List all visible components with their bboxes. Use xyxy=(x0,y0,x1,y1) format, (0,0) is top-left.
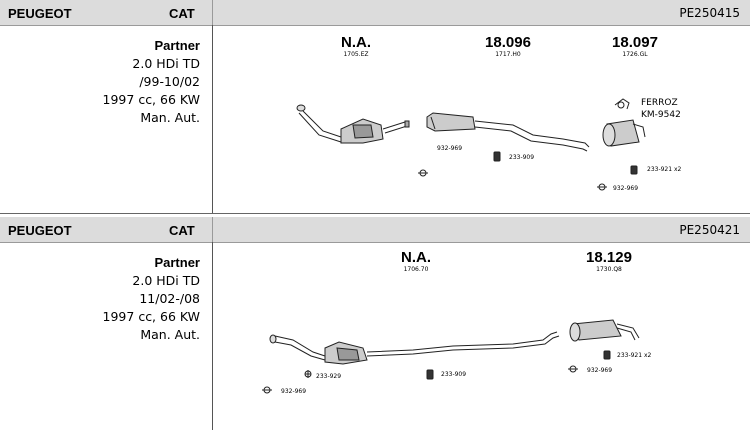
ferroz-code: KM-9542 xyxy=(641,110,681,120)
part-oe-number: 1705.EZ xyxy=(343,51,369,58)
part-rear-silencer[interactable]: 18.129 1730.Q8 xyxy=(569,249,649,274)
transmission: Man. Aut. xyxy=(140,110,200,125)
clamp-code: 932-969 xyxy=(437,145,463,152)
clamp-code: 932-969 xyxy=(281,388,307,395)
rear-silencer-drawing xyxy=(602,98,646,147)
cat-label: CAT xyxy=(169,223,195,238)
section-divider xyxy=(0,213,750,214)
engine-line: 2.0 HDi TD xyxy=(132,273,200,288)
vehicle-section-1: PEUGEOT CAT PE250415 Partner 2.0 HDi TD … xyxy=(0,0,750,213)
displacement-power: 1997 cc, 66 KW xyxy=(102,309,200,324)
clamp-code: 932-969 xyxy=(613,185,639,192)
part-number: N.A. xyxy=(341,34,371,51)
system-code: PE250415 xyxy=(679,6,740,20)
exhaust-diagram xyxy=(296,98,646,191)
date-range: 11/02-/08 xyxy=(139,291,200,306)
vehicle-section-2: PEUGEOT CAT PE250421 Partner 2.0 HDi TD … xyxy=(0,217,750,430)
make-label: PEUGEOT xyxy=(8,223,72,238)
gasket-code: 233-929 xyxy=(316,373,342,380)
make-label: PEUGEOT xyxy=(8,6,72,21)
catalyst-drawing xyxy=(296,104,410,144)
displacement-power: 1997 cc, 66 KW xyxy=(102,92,200,107)
rear-silencer-drawing xyxy=(569,319,640,342)
part-middle-pipe[interactable]: 18.096 1717.H0 xyxy=(468,34,548,59)
clamp-code: 932-969 xyxy=(587,367,613,374)
model-name: Partner xyxy=(154,255,200,270)
vehicle-info: Partner 2.0 HDi TD 11/02-/08 1997 cc, 66… xyxy=(0,254,200,344)
engine-line: 2.0 HDi TD xyxy=(132,56,200,71)
hanger-code: 233-909 xyxy=(441,371,467,378)
part-rear-silencer[interactable]: 18.097 1726.GL xyxy=(595,34,675,59)
hanger-code: 233-909 xyxy=(509,154,535,161)
catalyst-pipe-drawing xyxy=(269,331,560,365)
part-number: 18.097 xyxy=(612,34,658,51)
column-divider xyxy=(212,242,213,430)
column-divider xyxy=(212,25,213,213)
part-oe-number: 1730.Q8 xyxy=(596,266,622,273)
part-number: 18.129 xyxy=(586,249,632,266)
header-divider xyxy=(212,217,213,242)
ferroz-label: FERROZ xyxy=(641,98,678,108)
middle-pipe-drawing xyxy=(426,112,590,152)
model-name: Partner xyxy=(154,38,200,53)
date-range: /99-10/02 xyxy=(139,74,200,89)
exhaust-diagram xyxy=(262,319,640,394)
part-oe-number: 1717.H0 xyxy=(495,51,521,58)
hanger-code-x2: 233-921 x2 xyxy=(647,166,682,173)
part-catalyst[interactable]: N.A. 1705.EZ xyxy=(316,34,396,59)
hanger-code-x2: 233-921 x2 xyxy=(617,352,652,359)
part-number: 18.096 xyxy=(485,34,531,51)
cat-label: CAT xyxy=(169,6,195,21)
header-divider xyxy=(212,0,213,25)
section-header: PEUGEOT CAT PE250415 xyxy=(0,0,750,26)
vehicle-info: Partner 2.0 HDi TD /99-10/02 1997 cc, 66… xyxy=(0,37,200,127)
part-oe-number: 1706.70 xyxy=(403,266,429,273)
accessory-icons xyxy=(418,151,638,191)
section-header: PEUGEOT CAT PE250421 xyxy=(0,217,750,243)
transmission: Man. Aut. xyxy=(140,327,200,342)
system-code: PE250421 xyxy=(679,223,740,237)
part-number: N.A. xyxy=(401,249,431,266)
accessory-icons xyxy=(262,350,611,394)
part-oe-number: 1726.GL xyxy=(622,51,648,58)
part-catalyst[interactable]: N.A. 1706.70 xyxy=(376,249,456,274)
